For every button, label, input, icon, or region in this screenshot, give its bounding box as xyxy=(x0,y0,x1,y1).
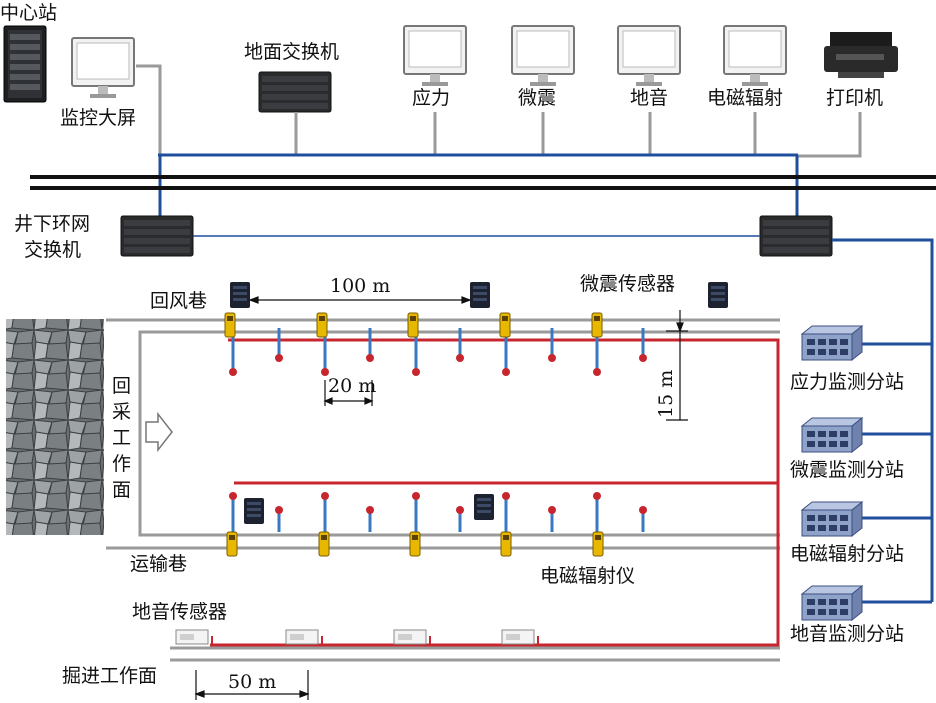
ring-switch-label-line2: 交换机 xyxy=(24,239,81,261)
substation-network-link xyxy=(832,238,934,604)
workstation-label-microseismic: 微震 xyxy=(518,87,556,109)
workstation-stress-icon xyxy=(403,25,467,87)
ring-switch-left-icon xyxy=(120,215,194,257)
ground-surface-line xyxy=(30,175,936,190)
heading-face-label: 掘进工作面 xyxy=(62,665,157,687)
ring-switch-label-line1: 井下环网 xyxy=(14,213,90,235)
stress-sensors-top xyxy=(229,328,647,376)
ring-switch-right-icon xyxy=(759,215,833,257)
em-sensor-bottom-2-icon xyxy=(318,531,330,557)
dimension-lines xyxy=(194,296,688,700)
microseismic-sensor-5-icon xyxy=(474,494,494,520)
stress-sensors-bottom xyxy=(229,492,647,532)
workstation-label-em: 电磁辐射 xyxy=(707,87,783,109)
monitor-screen-icon xyxy=(71,37,135,99)
printer-icon xyxy=(824,32,898,78)
substation-label-stress: 应力监测分站 xyxy=(790,371,904,393)
haulage-roadway-label: 运输巷 xyxy=(130,553,187,575)
goaf-rock-image xyxy=(6,319,104,535)
surface-switch-icon xyxy=(258,71,332,113)
em-sensor-top-1-icon xyxy=(224,312,236,338)
dim-stress-spacing: 20 m xyxy=(328,375,376,397)
working-face-char-5: 面 xyxy=(112,479,131,501)
workstation-microseismic-icon xyxy=(511,25,575,87)
substation-microseismic-icon xyxy=(801,417,863,453)
acoustic-sensor-drops xyxy=(211,636,539,645)
stress-sensor-bottom-8 xyxy=(548,506,556,532)
acoustic-sensor-3-icon xyxy=(393,629,427,645)
microseismic-sensor-label: 微震传感器 xyxy=(580,273,675,295)
microseismic-sensor-1-icon xyxy=(230,282,250,308)
return-airway-label: 回风巷 xyxy=(150,290,207,312)
stress-sensor-top-8 xyxy=(548,328,556,362)
em-sensor-top-5-icon xyxy=(591,312,603,338)
stress-sensor-bottom-2 xyxy=(275,506,283,532)
stress-sensor-top-10 xyxy=(639,328,647,362)
em-sensor-bottom-4-icon xyxy=(500,531,512,557)
microseismic-sensor-3-icon xyxy=(708,282,728,308)
surface-switch-label: 地面交换机 xyxy=(244,41,339,63)
stress-sensor-bottom-3 xyxy=(321,492,329,532)
microseismic-sensor-4-icon xyxy=(244,498,264,524)
dim-acoustic-spacing: 50 m xyxy=(228,671,276,693)
stress-sensor-top-2 xyxy=(275,328,283,362)
stress-sensor-bottom-9 xyxy=(593,492,601,532)
acoustic-sensor-2-icon xyxy=(285,629,319,645)
advance-direction-arrow-icon xyxy=(145,411,173,453)
stress-sensor-top-6 xyxy=(456,328,464,362)
center-station-label: 中心站 xyxy=(0,2,57,24)
printer-label: 打印机 xyxy=(826,87,883,109)
acoustic-sensor-1-icon xyxy=(175,629,209,645)
red-cable xyxy=(210,338,780,647)
workstation-label-stress: 应力 xyxy=(412,87,450,109)
em-instrument-label: 电磁辐射仪 xyxy=(540,565,635,587)
em-sensor-bottom-1-icon xyxy=(226,531,238,557)
working-face-char-2: 采 xyxy=(112,401,131,423)
substation-acoustic-icon xyxy=(801,585,863,621)
microseismic-sensor-2-icon xyxy=(470,282,490,308)
stress-sensor-top-4 xyxy=(366,328,374,362)
monitor-screen-label: 监控大屏 xyxy=(60,107,136,129)
substation-em-icon xyxy=(801,501,863,537)
em-sensor-top-2-icon xyxy=(316,312,328,338)
stress-sensor-bottom-6 xyxy=(456,506,464,532)
stress-sensor-bottom-4 xyxy=(366,506,374,532)
working-face-char-3: 工 xyxy=(112,427,131,449)
dim-seismic-spacing: 100 m xyxy=(330,275,390,297)
em-sensor-top-3-icon xyxy=(407,312,419,338)
working-face-char-1: 回 xyxy=(112,375,131,397)
acoustic-sensor-4-icon xyxy=(501,629,535,645)
substation-label-microseismic: 微震监测分站 xyxy=(790,459,904,481)
dim-stress-depth: 15 m xyxy=(655,370,677,418)
em-sensor-bottom-5-icon xyxy=(592,531,604,557)
stress-sensor-bottom-1 xyxy=(229,492,237,532)
stress-sensor-bottom-7 xyxy=(502,492,510,532)
em-sensor-bottom-3-icon xyxy=(409,531,421,557)
substation-stress-icon xyxy=(801,325,863,361)
substation-label-em: 电磁辐射分站 xyxy=(790,543,904,565)
workstation-acoustic-icon xyxy=(617,25,681,87)
workstation-label-acoustic: 地音 xyxy=(630,87,668,109)
substation-label-acoustic: 地音监测分站 xyxy=(790,623,904,645)
center-station-cabinet-icon xyxy=(3,25,47,103)
workstation-em-icon xyxy=(723,25,787,87)
em-sensor-top-4-icon xyxy=(499,312,511,338)
stress-sensor-bottom-10 xyxy=(639,506,647,532)
working-face-char-4: 作 xyxy=(112,453,131,475)
acoustic-sensor-label: 地音传感器 xyxy=(132,601,227,623)
surface-drop-links xyxy=(136,64,862,158)
stress-sensor-bottom-5 xyxy=(412,492,420,532)
